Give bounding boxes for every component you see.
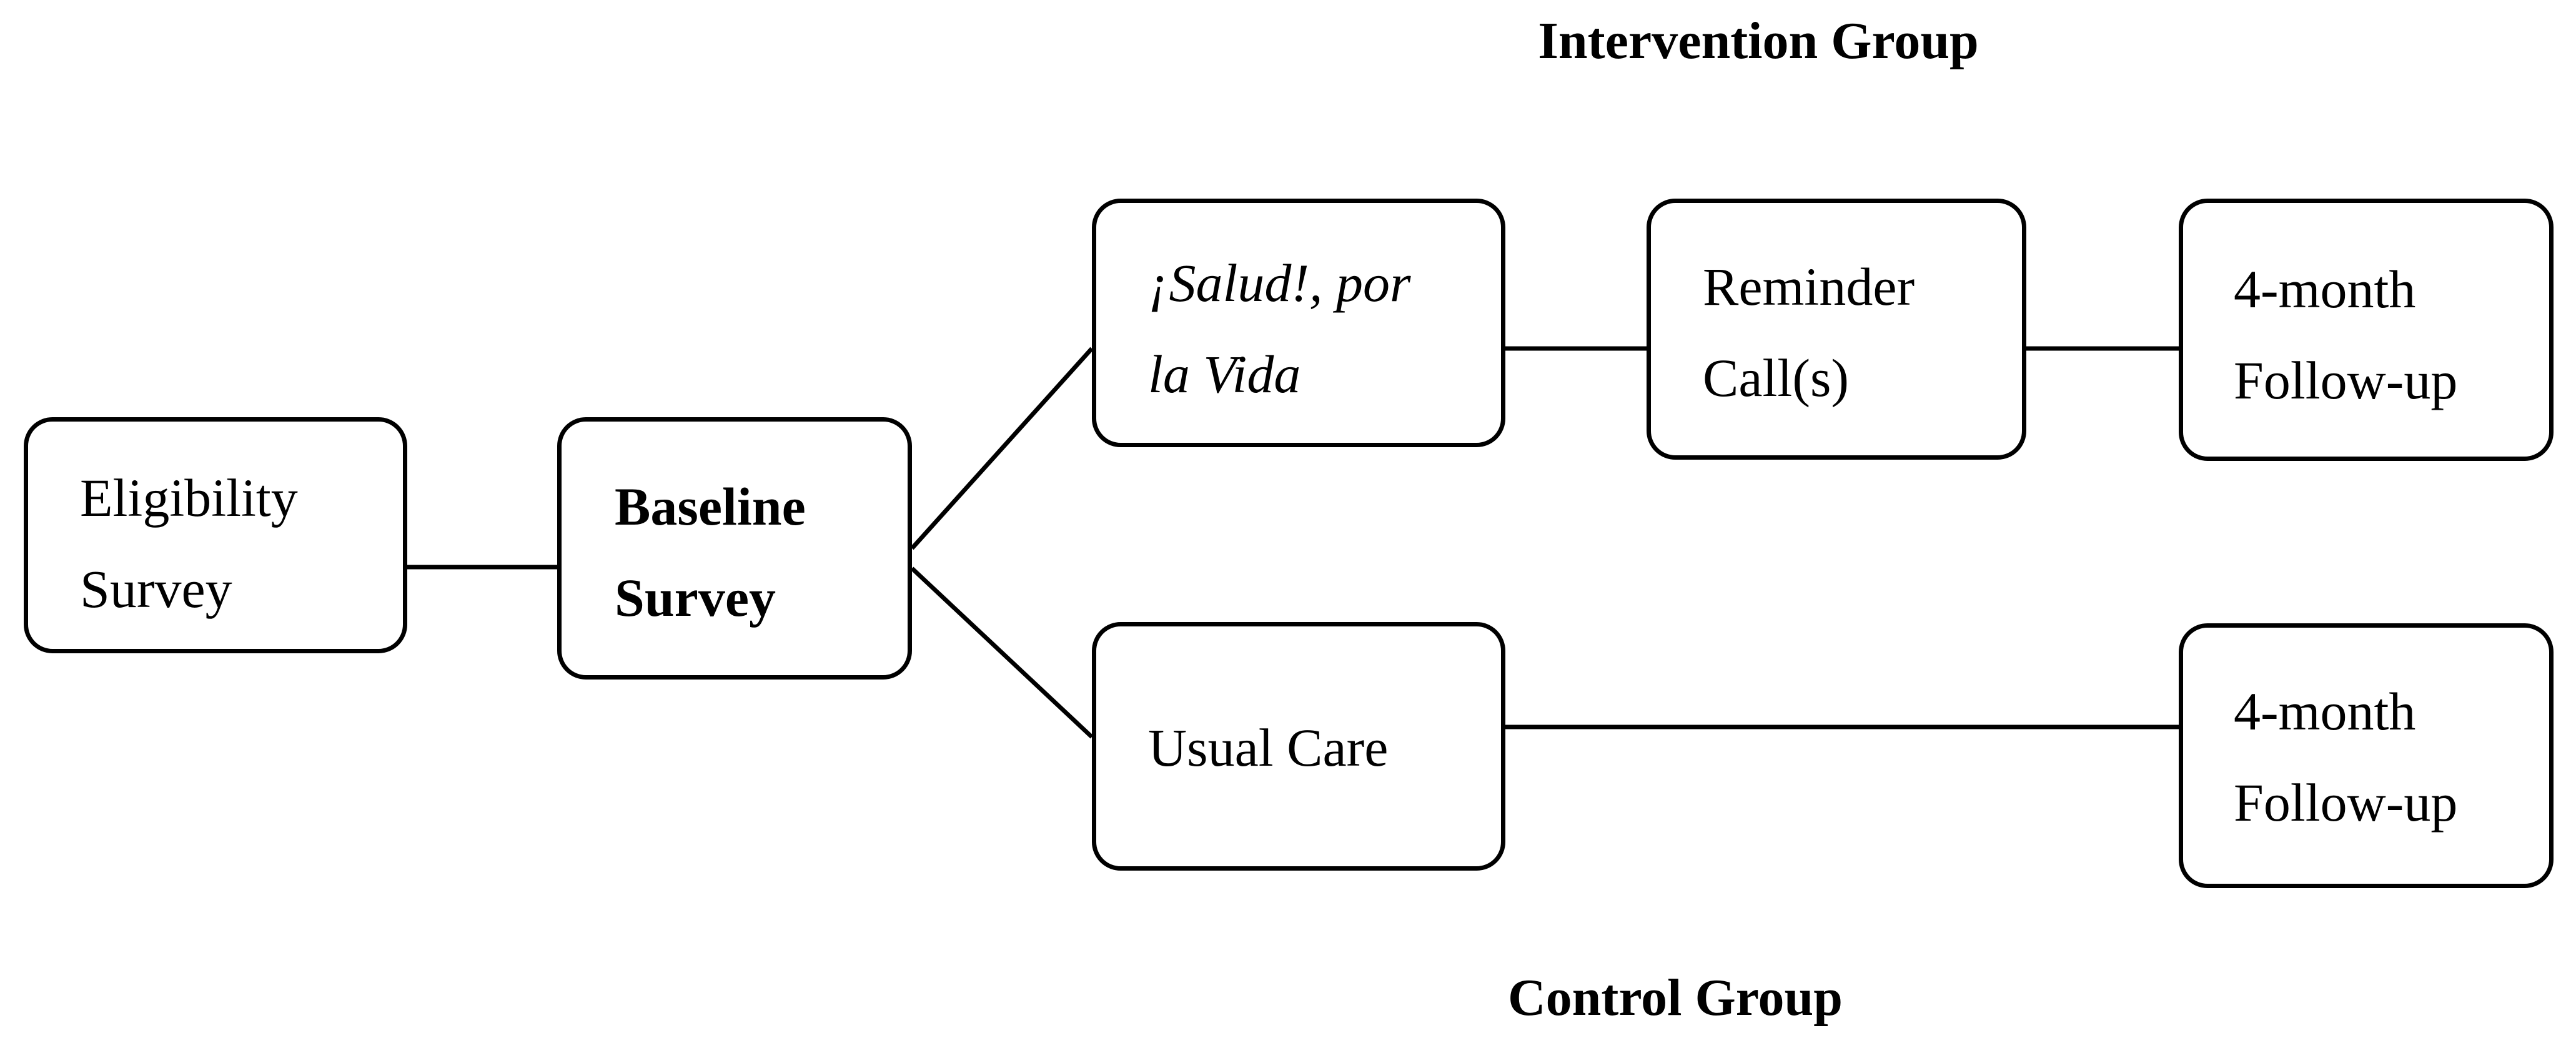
followup-intervention-line1: 4-month <box>2234 259 2416 319</box>
usual-care-line1: Usual Care <box>1148 718 1389 778</box>
eligibility-survey-box <box>24 417 407 653</box>
baseline-survey-line1: Baseline <box>615 477 806 536</box>
baseline-survey-text: Baseline Survey <box>615 461 806 643</box>
connector-baseline-usual-care <box>910 566 1094 739</box>
reminder-calls-line1: Reminder <box>1703 257 1915 317</box>
salud-por-la-vida-line1: ¡Salud!, por <box>1148 253 1411 313</box>
usual-care-box <box>1092 622 1505 871</box>
reminder-calls-line2: Call(s) <box>1703 348 1850 408</box>
baseline-survey-line2: Survey <box>615 568 776 628</box>
connector-baseline-salud <box>910 347 1094 550</box>
eligibility-survey-text: Eligibility Survey <box>80 452 298 635</box>
intervention-group-label: Intervention Group <box>1538 12 1979 70</box>
eligibility-survey-line2: Survey <box>80 559 232 619</box>
followup-intervention-text: 4-month Follow-up <box>2234 244 2457 426</box>
followup-control-text: 4-month Follow-up <box>2234 666 2457 848</box>
reminder-calls-text: Reminder Call(s) <box>1703 241 1915 423</box>
usual-care-text: Usual Care <box>1148 702 1388 793</box>
salud-por-la-vida-box <box>1092 199 1505 447</box>
control-group-label: Control Group <box>1508 969 1843 1027</box>
followup-control-line2: Follow-up <box>2234 773 2458 833</box>
reminder-calls-box <box>1647 199 2026 460</box>
salud-por-la-vida-line2: la Vida <box>1148 344 1301 404</box>
salud-por-la-vida-text: ¡Salud!, por la Vida <box>1148 237 1410 420</box>
followup-intervention-box <box>2179 199 2554 461</box>
baseline-survey-box <box>557 417 912 680</box>
followup-control-box <box>2179 623 2554 888</box>
followup-intervention-line2: Follow-up <box>2234 350 2458 410</box>
followup-control-line1: 4-month <box>2234 681 2416 741</box>
eligibility-survey-line1: Eligibility <box>80 468 298 528</box>
